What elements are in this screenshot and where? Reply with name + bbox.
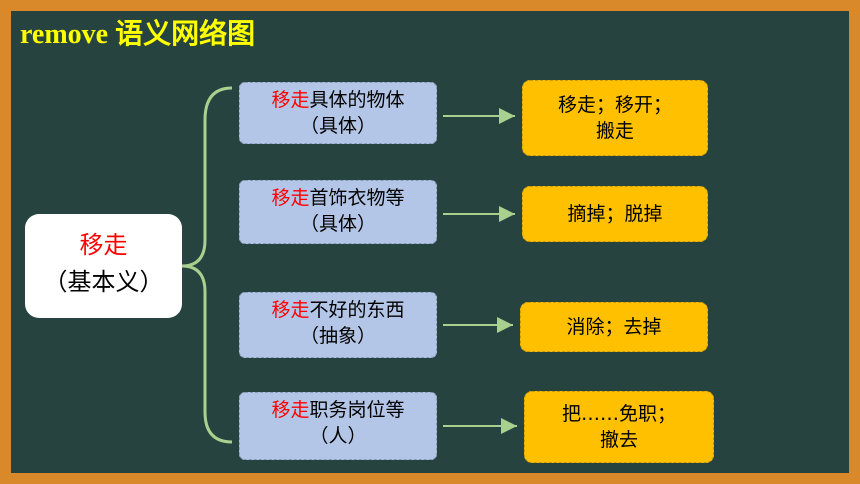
meaning-line: 消除；去掉 — [566, 316, 662, 338]
sense-highlight: 移走 — [271, 299, 310, 321]
meaning-node-1: 移走；移开； 搬走 — [522, 80, 708, 156]
meaning-node-2: 摘掉；脱掉 — [522, 186, 708, 242]
sense-category: （具体） — [299, 213, 376, 235]
meaning-line: 移走；移开； — [557, 94, 672, 116]
sense-category: （具体） — [299, 115, 376, 137]
sense-text: 具体的物体 — [309, 89, 405, 111]
root-word: 移走 — [79, 231, 128, 259]
root-node: 移走 （基本义） — [25, 214, 182, 318]
meaning-line: 摘掉；脱掉 — [567, 203, 663, 225]
sense-category: （人） — [309, 425, 367, 447]
sense-text: 职务岗位等 — [309, 399, 405, 421]
sense-brace — [181, 86, 233, 444]
sense-text: 首饰衣物等 — [309, 187, 405, 209]
meaning-line: 把……免职； — [561, 403, 676, 425]
sense-node-3: 移走不好的东西 （抽象） — [239, 292, 437, 358]
sense-highlight: 移走 — [271, 399, 310, 421]
meaning-node-3: 消除；去掉 — [520, 302, 708, 352]
sense-node-2: 移走首饰衣物等 （具体） — [239, 180, 437, 244]
sense-node-1: 移走具体的物体 （具体） — [239, 82, 437, 144]
sense-highlight: 移走 — [271, 187, 310, 209]
meaning-line: 搬走 — [595, 120, 634, 142]
root-note: （基本义） — [43, 268, 164, 296]
page-title: remove 语义网络图 — [20, 19, 256, 50]
sense-category: （抽象） — [299, 325, 376, 347]
meaning-node-4: 把……免职； 撤去 — [524, 391, 714, 463]
sense-highlight: 移走 — [271, 89, 310, 111]
meaning-line: 撤去 — [599, 429, 638, 451]
sense-node-4: 移走职务岗位等 （人） — [239, 392, 437, 460]
sense-text: 不好的东西 — [309, 299, 405, 321]
